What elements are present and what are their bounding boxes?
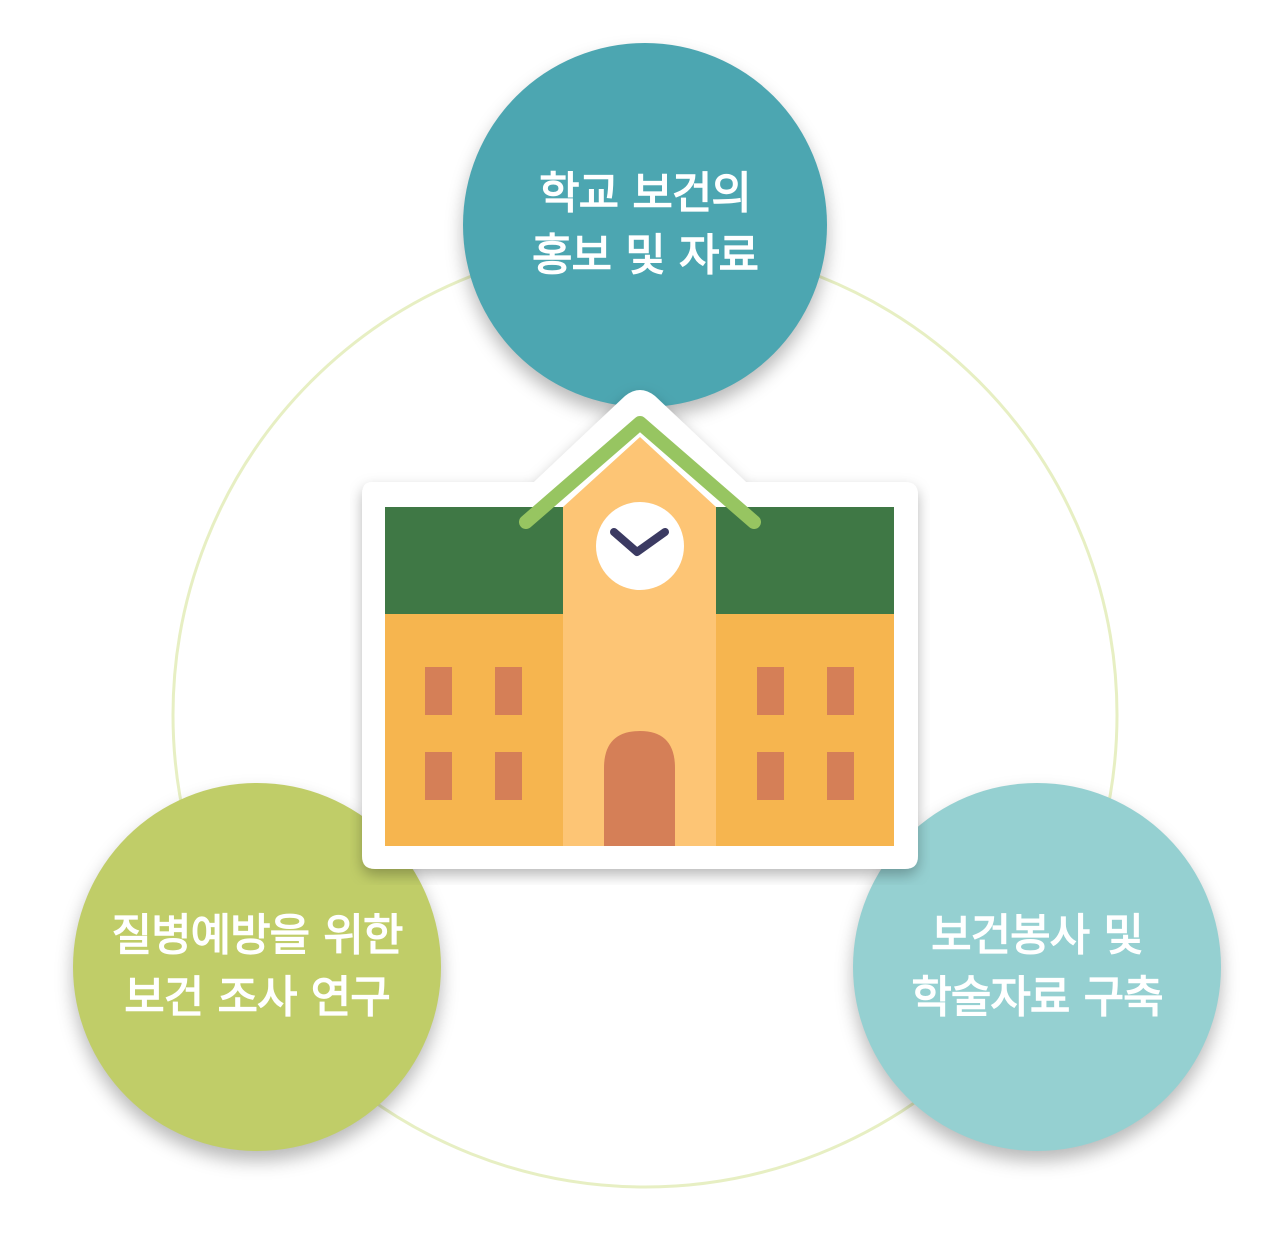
node-right-line-1: 보건봉사 및 — [931, 910, 1144, 961]
building-door — [604, 731, 675, 846]
window — [827, 752, 854, 800]
window — [425, 752, 452, 800]
node-health-service-archive: 보건봉사 및 학술자료 구축 — [853, 783, 1221, 1151]
window — [425, 667, 452, 715]
node-top-line-2: 홍보 및 자료 — [531, 230, 759, 281]
node-top-line-1: 학교 보건의 — [539, 168, 752, 219]
window — [827, 667, 854, 715]
node-disease-prevention-research: 질병예방을 위한 보건 조사 연구 — [73, 783, 441, 1151]
node-left-line-2: 보건 조사 연구 — [124, 972, 391, 1023]
window — [495, 752, 522, 800]
node-left-line-1: 질병예방을 위한 — [111, 910, 404, 961]
clock-icon — [596, 502, 684, 590]
school-building-icon — [362, 390, 918, 869]
window — [757, 752, 784, 800]
tower-roof-trim — [519, 416, 761, 529]
node-school-health-promotion: 학교 보건의 홍보 및 자료 — [463, 43, 827, 407]
node-right-line-2: 학술자료 구축 — [911, 972, 1163, 1023]
window — [495, 667, 522, 715]
window — [757, 667, 784, 715]
